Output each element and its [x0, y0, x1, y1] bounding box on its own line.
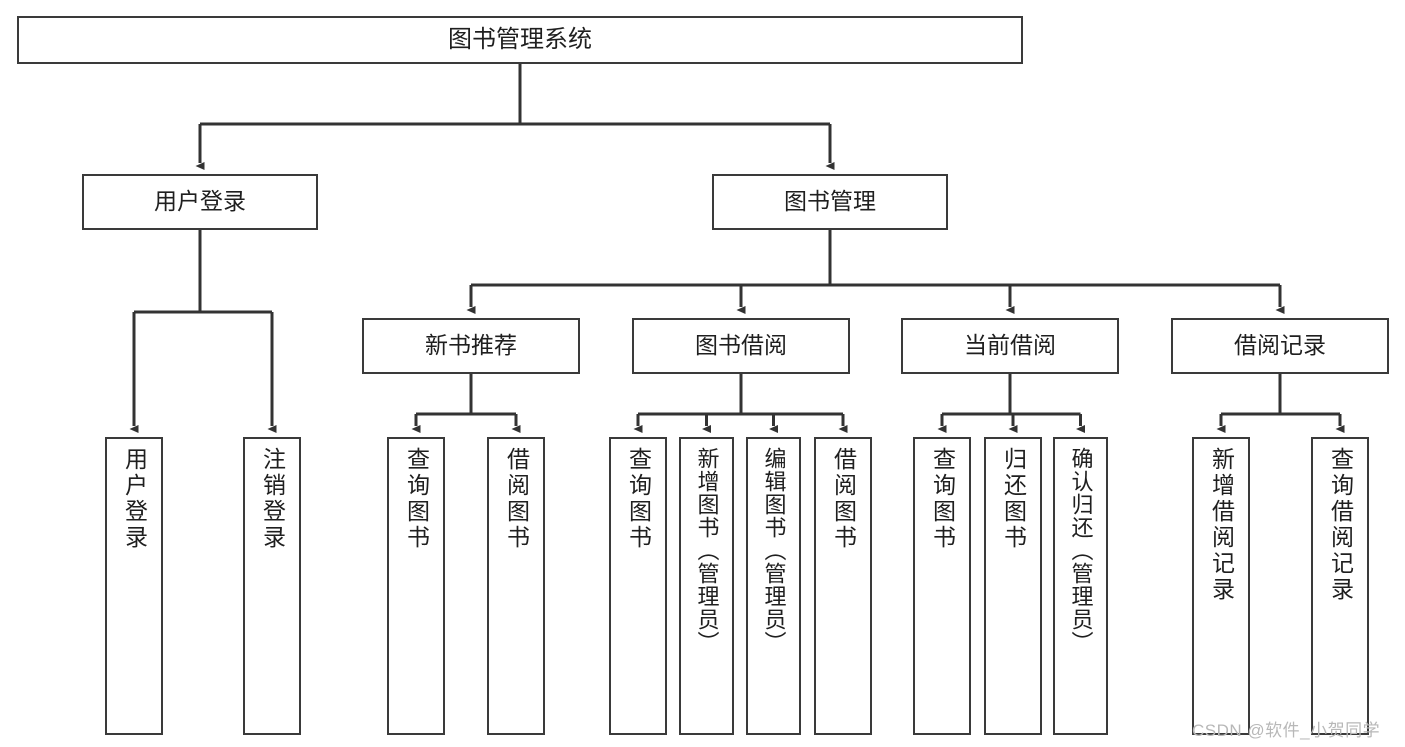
- node-leaf-query-book-1[interactable]: 查询图书: [387, 437, 445, 735]
- node-leaf-borrow-book-1[interactable]: 借阅图书: [487, 437, 545, 735]
- node-leaf-query-book-1-label: 查询图书: [403, 447, 430, 551]
- node-book-borrow[interactable]: 图书借阅: [632, 318, 850, 374]
- node-leaf-query-record-label: 查询借阅记录: [1327, 447, 1354, 603]
- node-leaf-confirm-return[interactable]: 确认归还（管理员）: [1053, 437, 1108, 735]
- node-leaf-query-book-3-label: 查询图书: [929, 447, 956, 551]
- node-user-login[interactable]: 用户登录: [82, 174, 318, 230]
- node-new-book-recommend-label: 新书推荐: [425, 332, 517, 359]
- node-leaf-add-record-label: 新增借阅记录: [1208, 447, 1235, 603]
- node-leaf-edit-book-label: 编辑图书（管理员）: [761, 447, 787, 654]
- node-leaf-edit-book[interactable]: 编辑图书（管理员）: [746, 437, 801, 735]
- node-borrow-record[interactable]: 借阅记录: [1171, 318, 1389, 374]
- node-leaf-query-book-2[interactable]: 查询图书: [609, 437, 667, 735]
- node-leaf-borrow-book-2-label: 借阅图书: [830, 447, 857, 551]
- node-leaf-add-record[interactable]: 新增借阅记录: [1192, 437, 1250, 735]
- node-new-book-recommend[interactable]: 新书推荐: [362, 318, 580, 374]
- node-leaf-logout-login-label: 注销登录: [259, 447, 286, 551]
- node-book-manage-label: 图书管理: [784, 188, 876, 215]
- node-book-manage[interactable]: 图书管理: [712, 174, 948, 230]
- node-root-label: 图书管理系统: [448, 25, 592, 53]
- node-leaf-borrow-book-1-label: 借阅图书: [503, 447, 530, 551]
- node-borrow-record-label: 借阅记录: [1234, 332, 1326, 359]
- node-book-borrow-label: 图书借阅: [695, 332, 787, 359]
- node-leaf-add-book-label: 新增图书（管理员）: [694, 447, 720, 654]
- node-leaf-return-book[interactable]: 归还图书: [984, 437, 1042, 735]
- watermark-text: CSDN @软件_小贺同学: [1192, 721, 1381, 740]
- node-current-borrow-label: 当前借阅: [964, 332, 1056, 359]
- node-leaf-borrow-book-2[interactable]: 借阅图书: [814, 437, 872, 735]
- node-leaf-query-record[interactable]: 查询借阅记录: [1311, 437, 1369, 735]
- node-leaf-logout-login[interactable]: 注销登录: [243, 437, 301, 735]
- node-leaf-query-book-2-label: 查询图书: [625, 447, 652, 551]
- node-leaf-add-book[interactable]: 新增图书（管理员）: [679, 437, 734, 735]
- node-current-borrow[interactable]: 当前借阅: [901, 318, 1119, 374]
- node-leaf-user-login-label: 用户登录: [121, 447, 148, 551]
- node-user-login-label: 用户登录: [154, 188, 246, 215]
- node-root[interactable]: 图书管理系统: [17, 16, 1023, 64]
- node-leaf-confirm-return-label: 确认归还（管理员）: [1068, 447, 1094, 654]
- node-leaf-query-book-3[interactable]: 查询图书: [913, 437, 971, 735]
- node-leaf-user-login[interactable]: 用户登录: [105, 437, 163, 735]
- node-leaf-return-book-label: 归还图书: [1000, 447, 1027, 551]
